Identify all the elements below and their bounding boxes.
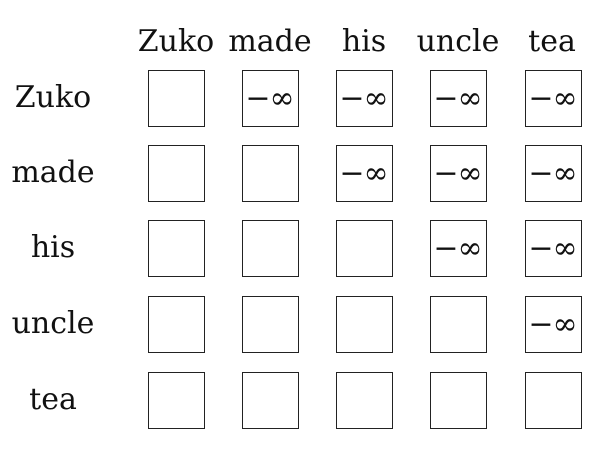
- grid-cell: [336, 372, 393, 429]
- row-header-his: his: [30, 230, 76, 265]
- cell-value: −∞: [528, 306, 577, 342]
- grid-cell: [242, 372, 299, 429]
- cell-value: −∞: [245, 80, 294, 116]
- grid-cell: [430, 372, 487, 429]
- column-header-his: his: [341, 24, 387, 59]
- cell-value: −∞: [528, 155, 577, 191]
- grid-cell: −∞: [525, 296, 582, 353]
- grid-cell: [148, 296, 205, 353]
- grid-cell: [148, 70, 205, 127]
- cell-value: −∞: [339, 155, 388, 191]
- grid-cell: −∞: [336, 70, 393, 127]
- grid-cell: −∞: [525, 70, 582, 127]
- row-header-zuko: Zuko: [14, 80, 92, 115]
- grid-cell: [242, 145, 299, 202]
- column-header-uncle: uncle: [416, 24, 500, 59]
- grid-cell: [242, 296, 299, 353]
- grid-cell: −∞: [430, 70, 487, 127]
- cell-value: −∞: [433, 80, 482, 116]
- grid-cell: [430, 296, 487, 353]
- cell-value: −∞: [433, 155, 482, 191]
- grid-cell: [336, 220, 393, 277]
- grid-cell: −∞: [430, 220, 487, 277]
- cell-value: −∞: [339, 80, 388, 116]
- grid-cell: [148, 372, 205, 429]
- row-header-made: made: [11, 155, 95, 190]
- grid-cell: [148, 145, 205, 202]
- grid-cell: [336, 296, 393, 353]
- cell-value: −∞: [433, 230, 482, 266]
- column-header-made: made: [228, 24, 312, 59]
- cell-value: −∞: [528, 80, 577, 116]
- cell-value: −∞: [528, 230, 577, 266]
- column-header-tea: tea: [528, 24, 576, 59]
- grid-cell: −∞: [525, 145, 582, 202]
- grid-cell: [242, 220, 299, 277]
- column-header-zuko: Zuko: [137, 24, 215, 59]
- grid-cell: −∞: [430, 145, 487, 202]
- row-header-uncle: uncle: [11, 306, 95, 341]
- grid-cell: −∞: [336, 145, 393, 202]
- grid-cell: [525, 372, 582, 429]
- grid-cell: −∞: [525, 220, 582, 277]
- grid-cell: −∞: [242, 70, 299, 127]
- grid-cell: [148, 220, 205, 277]
- row-header-tea: tea: [29, 382, 77, 417]
